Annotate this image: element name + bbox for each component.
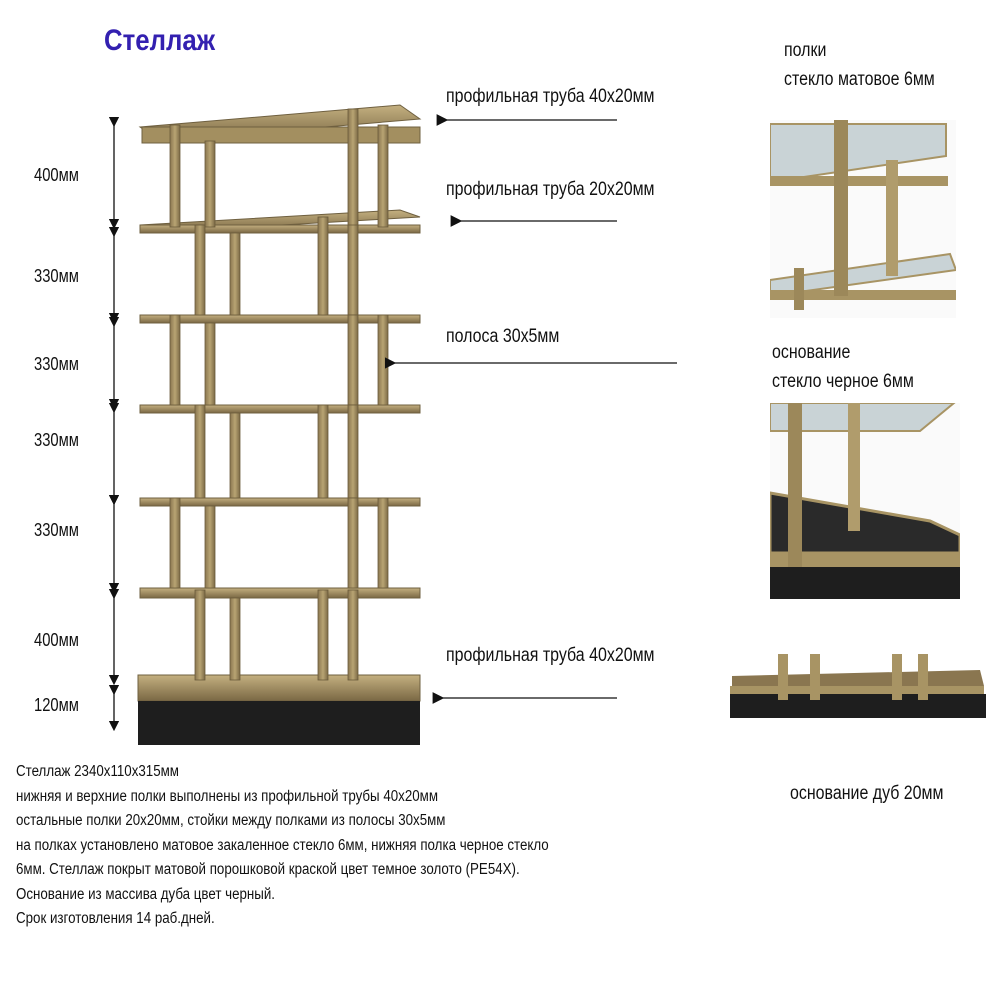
dimension-arrows — [108, 116, 120, 732]
detail-oak-image — [728, 650, 990, 742]
detail-base-image — [770, 403, 960, 599]
oak-base — [138, 701, 420, 745]
upright — [347, 224, 359, 316]
callout-label: профильная труба 40x20мм — [446, 86, 655, 107]
description-line: Основание из массива дуба цвет черный. — [16, 885, 275, 903]
shelf — [139, 587, 421, 599]
upright — [229, 232, 241, 316]
description-line: остальные полки 20x20мм, стойки между по… — [16, 812, 446, 829]
dimension-label: 330мм — [34, 520, 79, 540]
upright — [347, 108, 359, 228]
page-title: Стеллаж — [104, 24, 216, 57]
detail-shelves-label: полки — [784, 40, 827, 61]
upright — [194, 224, 206, 316]
upright — [317, 216, 329, 316]
description-line: на полках установлено матовое закаленное… — [16, 836, 549, 854]
dimension-label: 400мм — [34, 630, 79, 650]
description-line: Стеллаж 2340x110x315мм — [16, 763, 179, 780]
shelf — [139, 224, 421, 234]
callout-label: профильная труба 40x20мм — [446, 645, 655, 666]
callout-arrows — [385, 114, 677, 704]
dimension-label: 330мм — [34, 354, 79, 374]
upright — [347, 314, 359, 406]
detail-shelves-image — [770, 120, 956, 318]
upright — [204, 140, 216, 228]
upright — [169, 124, 181, 228]
shelf-bottom — [137, 674, 421, 702]
dimension-label: 400мм — [34, 165, 79, 185]
upright — [317, 589, 329, 681]
detail-shelves-glass-label: стекло матовое 6мм — [784, 69, 935, 90]
dimension-label: 330мм — [34, 430, 79, 450]
callout-label: полоса 30x5мм — [446, 326, 560, 347]
description-line: нижняя и верхние полки выполнены из проф… — [16, 787, 438, 805]
dimension-label: 330мм — [34, 266, 79, 286]
upright — [377, 497, 389, 589]
upright — [347, 497, 359, 589]
upright — [347, 404, 359, 499]
callout-label: профильная труба 20x20мм — [446, 179, 655, 200]
detail-oak-label: основание дуб 20мм — [790, 783, 944, 804]
description-line: Срок изготовления 14 раб.дней. — [16, 910, 215, 927]
upright — [169, 497, 181, 589]
upright — [377, 124, 389, 228]
detail-base-label: основание — [772, 342, 851, 363]
description: Стеллаж 2340x110x315мм нижняя и верхние … — [16, 760, 549, 932]
shelf — [139, 314, 421, 324]
upright — [204, 322, 216, 406]
shelf — [139, 497, 421, 507]
upright — [229, 412, 241, 499]
detail-base-glass-label: стекло черное 6мм — [772, 371, 914, 392]
upright — [229, 597, 241, 681]
upright — [194, 589, 206, 681]
upright — [317, 404, 329, 499]
shelf — [139, 404, 421, 414]
upright — [169, 314, 181, 406]
upright — [204, 505, 216, 589]
description-line: 6мм. Стеллаж покрыт матовой порошковой к… — [16, 861, 520, 878]
upright — [347, 589, 359, 681]
dimension-label: 120мм — [34, 695, 79, 715]
upright — [194, 404, 206, 499]
shelf-illustration — [137, 104, 422, 745]
